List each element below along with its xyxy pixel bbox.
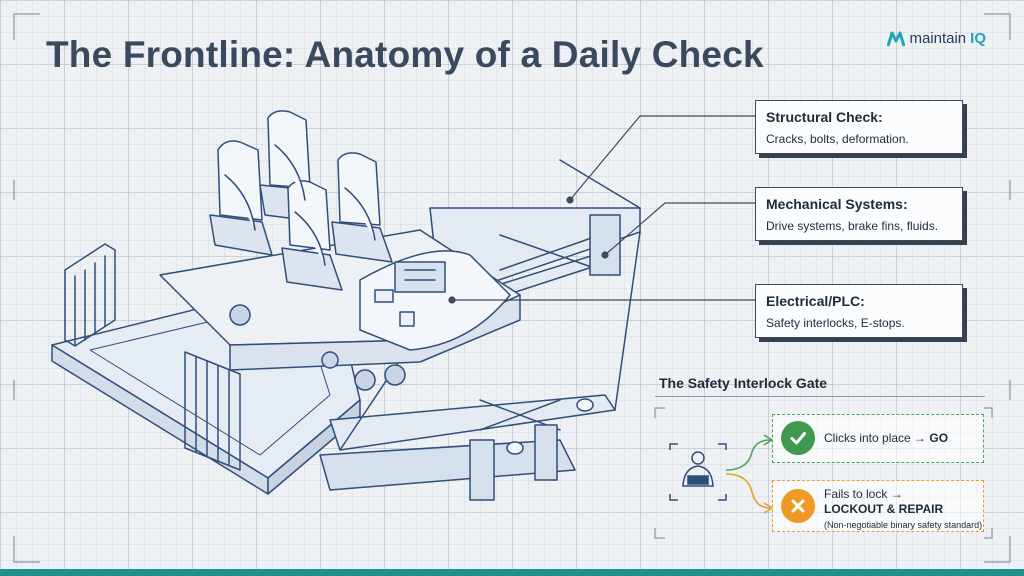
logo-text-prefix: maintain [909,30,967,47]
callout-heading: Electrical/PLC: [766,293,865,309]
gate-outcome-go: Clicks into place → GO [772,414,984,463]
track-structure [175,159,641,501]
check-icon [790,432,806,445]
go-arrow: → [914,431,927,445]
stop-note: (Non-negotiable binary safety standard) [824,520,983,530]
platform-railing [64,243,241,471]
gate-divider [655,396,985,397]
stop-result: LOCKOUT & REPAIR [824,502,944,516]
callout-mechanical-systems: Mechanical Systems: Drive systems, brake… [755,187,963,241]
stop-text: Fails to lock → LOCKOUT & REPAIR (Non-ne… [824,487,982,532]
logo-text-suffix: IQ [970,30,986,47]
callout-body: Cracks, bolts, deformation. [766,132,909,146]
badge-stop [781,489,815,523]
gate-outcome-lockout: Fails to lock → LOCKOUT & REPAIR (Non-ne… [772,480,984,532]
go-condition: Clicks into place [824,431,911,445]
gate-section-title: The Safety Interlock Gate [659,375,828,391]
seat-belt-icon [669,443,727,501]
page-title: The Frontline: Anatomy of a Daily Check [46,34,764,75]
footer-accent-bar [0,569,1024,576]
callout-structural-check: Structural Check: Cracks, bolts, deforma… [755,100,963,154]
vehicle-seats [209,110,393,291]
callout-heading: Mechanical Systems: [766,196,908,212]
x-icon [791,499,805,513]
maintainiq-logo-icon [887,31,906,46]
stop-condition: Fails to lock [824,487,888,501]
go-text: Clicks into place → GO [824,431,948,446]
badge-go [781,421,815,455]
go-result: GO [929,431,949,445]
callout-body: Drive systems, brake fins, fluids. [766,219,939,233]
stop-arrow: → [890,487,903,501]
callout-leaders [448,115,756,304]
callout-electrical-plc: Electrical/PLC: Safety interlocks, E-sto… [755,284,963,338]
callout-heading: Structural Check: [766,109,883,125]
callout-body: Safety interlocks, E-stops. [766,316,905,330]
